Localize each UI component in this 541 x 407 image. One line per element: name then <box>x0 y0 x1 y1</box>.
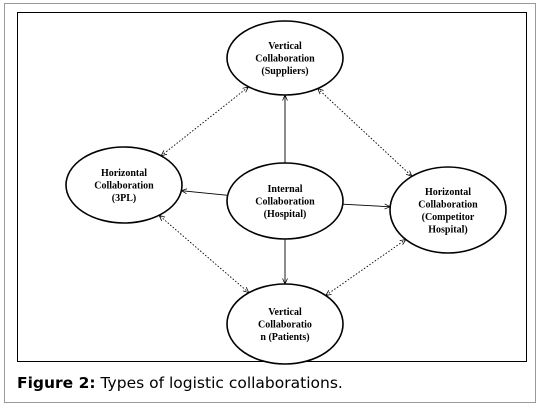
edge-horizontal-competitor-to-vertical-patients <box>326 240 406 296</box>
node-label-horizontal-3pl-line-1: Collaboration <box>94 181 154 192</box>
node-label-vertical-suppliers-line-0: Vertical <box>268 41 302 52</box>
node-ellipse-vertical-patients <box>226 283 344 365</box>
node-label-internal-hospital-line-0: Internal <box>268 184 303 195</box>
edge-internal-hospital-to-horizontal-3pl <box>181 191 228 196</box>
node-label-horizontal-competitor-line-1: Collaboration <box>418 199 478 210</box>
edge-horizontal-3pl-to-vertical-suppliers <box>161 87 248 156</box>
node-label-vertical-suppliers-line-2: (Suppliers) <box>261 66 308 77</box>
node-label-vertical-patients-line-1: Collaboratio <box>258 320 312 331</box>
caption-text: Types of logistic collaborations. <box>95 374 343 392</box>
collaboration-diagram: VerticalCollaboration(Suppliers)Horizont… <box>65 20 507 365</box>
node-label-horizontal-3pl-line-0: Horizontal <box>101 168 147 179</box>
caption-label: Figure 2: <box>17 374 96 392</box>
node-ellipse-horizontal-3pl <box>65 146 183 224</box>
node-ellipse-horizontal-competitor <box>389 166 507 254</box>
node-label-vertical-suppliers-line-1: Collaboration <box>255 54 315 65</box>
figure-caption: Figure 2: Types of logistic collaboratio… <box>17 374 343 392</box>
node-label-internal-hospital-line-1: Collaboration <box>255 197 315 208</box>
edge-vertical-suppliers-to-horizontal-competitor <box>318 89 412 177</box>
node-label-horizontal-competitor-line-2: (Competitor <box>422 212 475 223</box>
node-label-horizontal-3pl-line-2: (3PL) <box>112 193 136 204</box>
node-ellipse-vertical-suppliers <box>226 20 344 96</box>
edge-internal-hospital-to-horizontal-competitor <box>342 204 390 207</box>
node-label-horizontal-competitor-line-3: Hospital) <box>428 224 467 235</box>
node-label-vertical-patients-line-2: n (Patients) <box>260 332 309 343</box>
node-label-vertical-patients-line-0: Vertical <box>268 307 302 318</box>
node-label-internal-hospital-line-2: (Hospital) <box>264 209 307 220</box>
node-label-horizontal-competitor-line-0: Horizontal <box>425 187 471 198</box>
edge-vertical-patients-to-horizontal-3pl <box>159 215 249 292</box>
node-ellipse-internal-hospital <box>226 162 344 240</box>
